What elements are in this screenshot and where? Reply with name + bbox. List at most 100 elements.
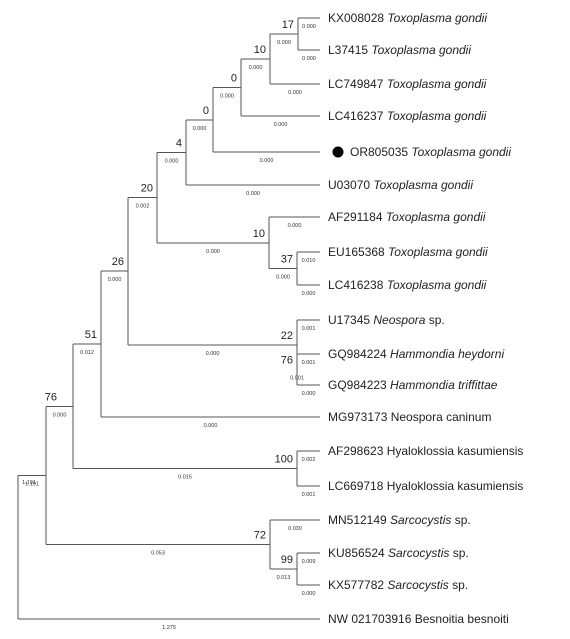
- bootstrap-n22: 22: [281, 330, 293, 342]
- branch-length-LC749847: 0.000: [288, 90, 302, 96]
- bootstrap-n72: 72: [254, 530, 266, 542]
- species-name: Hyaloklossia kasumiensis: [387, 479, 524, 493]
- branch-length-n51: 0.012: [80, 350, 94, 356]
- taxon-label-LC669718: LC669718 Hyaloklossia kasumiensis: [328, 479, 523, 493]
- taxon-label-AF291184: AF291184 Toxoplasma gondii: [328, 210, 486, 224]
- branch-length-KX577782: 0.000: [302, 591, 316, 597]
- species-name: Hyaloklossia kasumiensis: [387, 444, 524, 458]
- branch-length-AF291184: 0.000: [288, 223, 302, 229]
- branch-length-KX008028: 0.000: [302, 24, 316, 30]
- species-name: Toxoplasma gondii: [388, 245, 488, 259]
- tree-labels: 0.000 0.000 17 0.000 0.000 10 0.000 0.000 0 0.000…: [22, 11, 523, 631]
- branch-length-n26: 0.000: [108, 277, 122, 283]
- taxon-label-KX577782: KX577782 Sarcocystis sp.: [328, 578, 468, 592]
- species-suffix: sp.: [425, 313, 444, 327]
- accession: LC416237: [328, 109, 387, 123]
- taxon-label-LC416238: LC416238 Toxoplasma gondii: [328, 278, 487, 292]
- taxon-label-GQ984224: GQ984224 Hammondia heydorni: [328, 347, 504, 361]
- species-name: Hammondia triffittae: [390, 378, 498, 392]
- species-name: Sarcocystis: [390, 513, 451, 527]
- bootstrap-n51: 51: [85, 329, 97, 341]
- taxon-label-EU165368: EU165368 Toxoplasma gondii: [328, 245, 488, 259]
- bootstrap-n0a: 0: [231, 73, 237, 85]
- bootstrap-n0b: 0: [203, 105, 209, 117]
- species-suffix: sp.: [451, 513, 470, 527]
- taxon-label-LC749847: LC749847 Toxoplasma gondii: [328, 77, 487, 91]
- species-name: Sarcocystis: [388, 546, 449, 560]
- branch-length-LC416238: 0.000: [302, 291, 316, 297]
- tree-branches: [17, 17, 320, 620]
- branch-length-GQ984224: 0.001: [302, 360, 316, 366]
- accession: OR805035: [350, 145, 411, 159]
- species-suffix: sp.: [449, 546, 468, 560]
- accession: GQ984223: [328, 378, 390, 392]
- branch-length-n72: 0.053: [151, 551, 165, 557]
- branch-length-U03070: 0.000: [246, 191, 260, 197]
- taxon-label-NW021703916: NW 021703916 Besnoitia besnoiti: [328, 612, 509, 626]
- taxon-label-L37415: L37415 Toxoplasma gondii: [328, 43, 471, 57]
- accession: AF298623: [328, 444, 387, 458]
- accession: LC669718: [328, 479, 387, 493]
- species-name: Toxoplasma gondii: [411, 145, 511, 159]
- accession: KX577782: [328, 578, 387, 592]
- bootstrap-n76b: 76: [45, 391, 57, 403]
- branch-length-n76a: 0.001: [290, 376, 304, 382]
- branch-length-MN512149: 0.030: [288, 526, 302, 532]
- highlight-marker: [332, 146, 344, 158]
- species-name: Toxoplasma gondii: [387, 77, 487, 91]
- branch-length-n17: 0.000: [277, 40, 291, 46]
- bootstrap-n100: 100: [275, 454, 293, 466]
- taxon-label-KX008028: KX008028 Toxoplasma gondii: [328, 11, 487, 25]
- branch-length-n100: 0.015: [178, 475, 192, 481]
- taxon-label-MG973173: MG973173 Neospora caninum: [328, 410, 491, 424]
- species-suffix: sp.: [449, 578, 468, 592]
- species-name: Toxoplasma gondii: [373, 178, 473, 192]
- bootstrap-n37: 37: [281, 254, 293, 266]
- accession: GQ984224: [328, 347, 390, 361]
- branch-length-n20: 0.002: [136, 204, 150, 210]
- accession: MG973173: [328, 410, 391, 424]
- taxon-label-AF298623: AF298623 Hyaloklossia kasumiensis: [328, 444, 523, 458]
- bootstrap-n17: 17: [282, 19, 294, 31]
- branch-length-n0a: 0.000: [220, 94, 234, 100]
- accession: AF291184: [328, 210, 386, 224]
- branch-length-LC669718: 0.001: [302, 492, 316, 498]
- species-name: Neospora: [373, 313, 425, 327]
- branch-length-LC416237: 0.000: [274, 122, 288, 128]
- bootstrap-n20: 20: [141, 183, 153, 195]
- branch-length-MG973173: 0.000: [204, 423, 218, 429]
- taxon-label-U03070: U03070 Toxoplasma gondii: [328, 178, 473, 192]
- branch-length-n37: 0.000: [276, 275, 290, 281]
- branch-length-n0b: 0.000: [193, 126, 207, 132]
- branch-length-n10b: 0.000: [206, 249, 220, 255]
- branch-length-GQ984223: 0.000: [302, 391, 316, 397]
- branch-length-U17345: 0.001: [302, 326, 316, 332]
- taxon-label-KU856524: KU856524 Sarcocystis sp.: [328, 546, 469, 560]
- species-name: Neospora caninum: [391, 410, 492, 424]
- accession: LC416238: [328, 278, 387, 292]
- branch-length-EU165368: 0.010: [302, 258, 316, 264]
- branch-length-n99: 0.013: [277, 575, 291, 581]
- bootstrap-n99: 99: [281, 554, 293, 566]
- branch-length-n10a: 0.000: [249, 65, 263, 71]
- accession: EU165368: [328, 245, 388, 259]
- branch-length-n22: 0.000: [206, 351, 220, 357]
- branch-length-L37415: 0.000: [302, 56, 316, 62]
- species-name: Hammondia heydorni: [390, 347, 504, 361]
- branch-length-nIn: 1.191: [25, 481, 39, 487]
- accession: KX008028: [328, 11, 387, 25]
- bootstrap-n26: 26: [112, 256, 124, 268]
- bootstrap-n76a: 76: [281, 355, 293, 367]
- species-name: Toxoplasma gondii: [387, 278, 487, 292]
- species-name: Toxoplasma gondii: [387, 11, 487, 25]
- branch-length-n4: 0.000: [165, 158, 179, 164]
- branch-length-ingroup: 1.191: [22, 480, 36, 486]
- taxon-label-LC416237: LC416237 Toxoplasma gondii: [328, 109, 487, 123]
- accession: L37415: [328, 43, 371, 57]
- taxon-label-GQ984223: GQ984223 Hammondia triffittae: [328, 378, 498, 392]
- branch-length-AF298623: 0.002: [302, 457, 316, 463]
- bootstrap-n10a: 10: [254, 44, 266, 56]
- branch-length-KU856524: 0.009: [302, 559, 316, 565]
- species-name: Besnoitia besnoiti: [415, 612, 509, 626]
